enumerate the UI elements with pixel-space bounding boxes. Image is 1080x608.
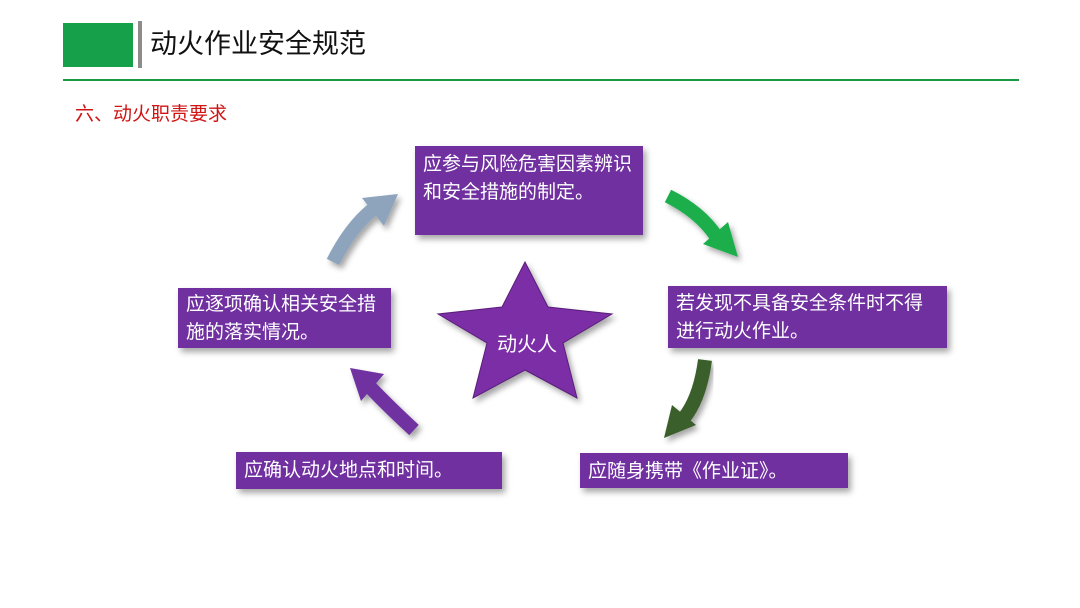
box-carry-permit: 应随身携带《作业证》。 (580, 453, 848, 488)
header-divider (138, 21, 142, 68)
center-star (436, 260, 614, 399)
box-confirm-measures: 应逐项确认相关安全措施的落实情况。 (178, 288, 391, 348)
box-participate-identification: 应参与风险危害因素辨识和安全措施的制定。 (415, 146, 643, 235)
arrow-top-left (326, 194, 398, 266)
title-underline (63, 79, 1019, 81)
arrow-top-right (664, 189, 738, 257)
center-label: 动火人 (497, 332, 557, 356)
header-accent-block (63, 23, 133, 67)
page-title: 动火作业安全规范 (150, 29, 366, 60)
arrow-right-down (664, 359, 712, 438)
box-no-safe-conditions: 若发现不具备安全条件时不得进行动火作业。 (668, 286, 947, 348)
section-heading: 六、动火职责要求 (75, 103, 228, 125)
arrow-bottom-left (350, 368, 419, 436)
box-confirm-location-time: 应确认动火地点和时间。 (236, 452, 502, 489)
